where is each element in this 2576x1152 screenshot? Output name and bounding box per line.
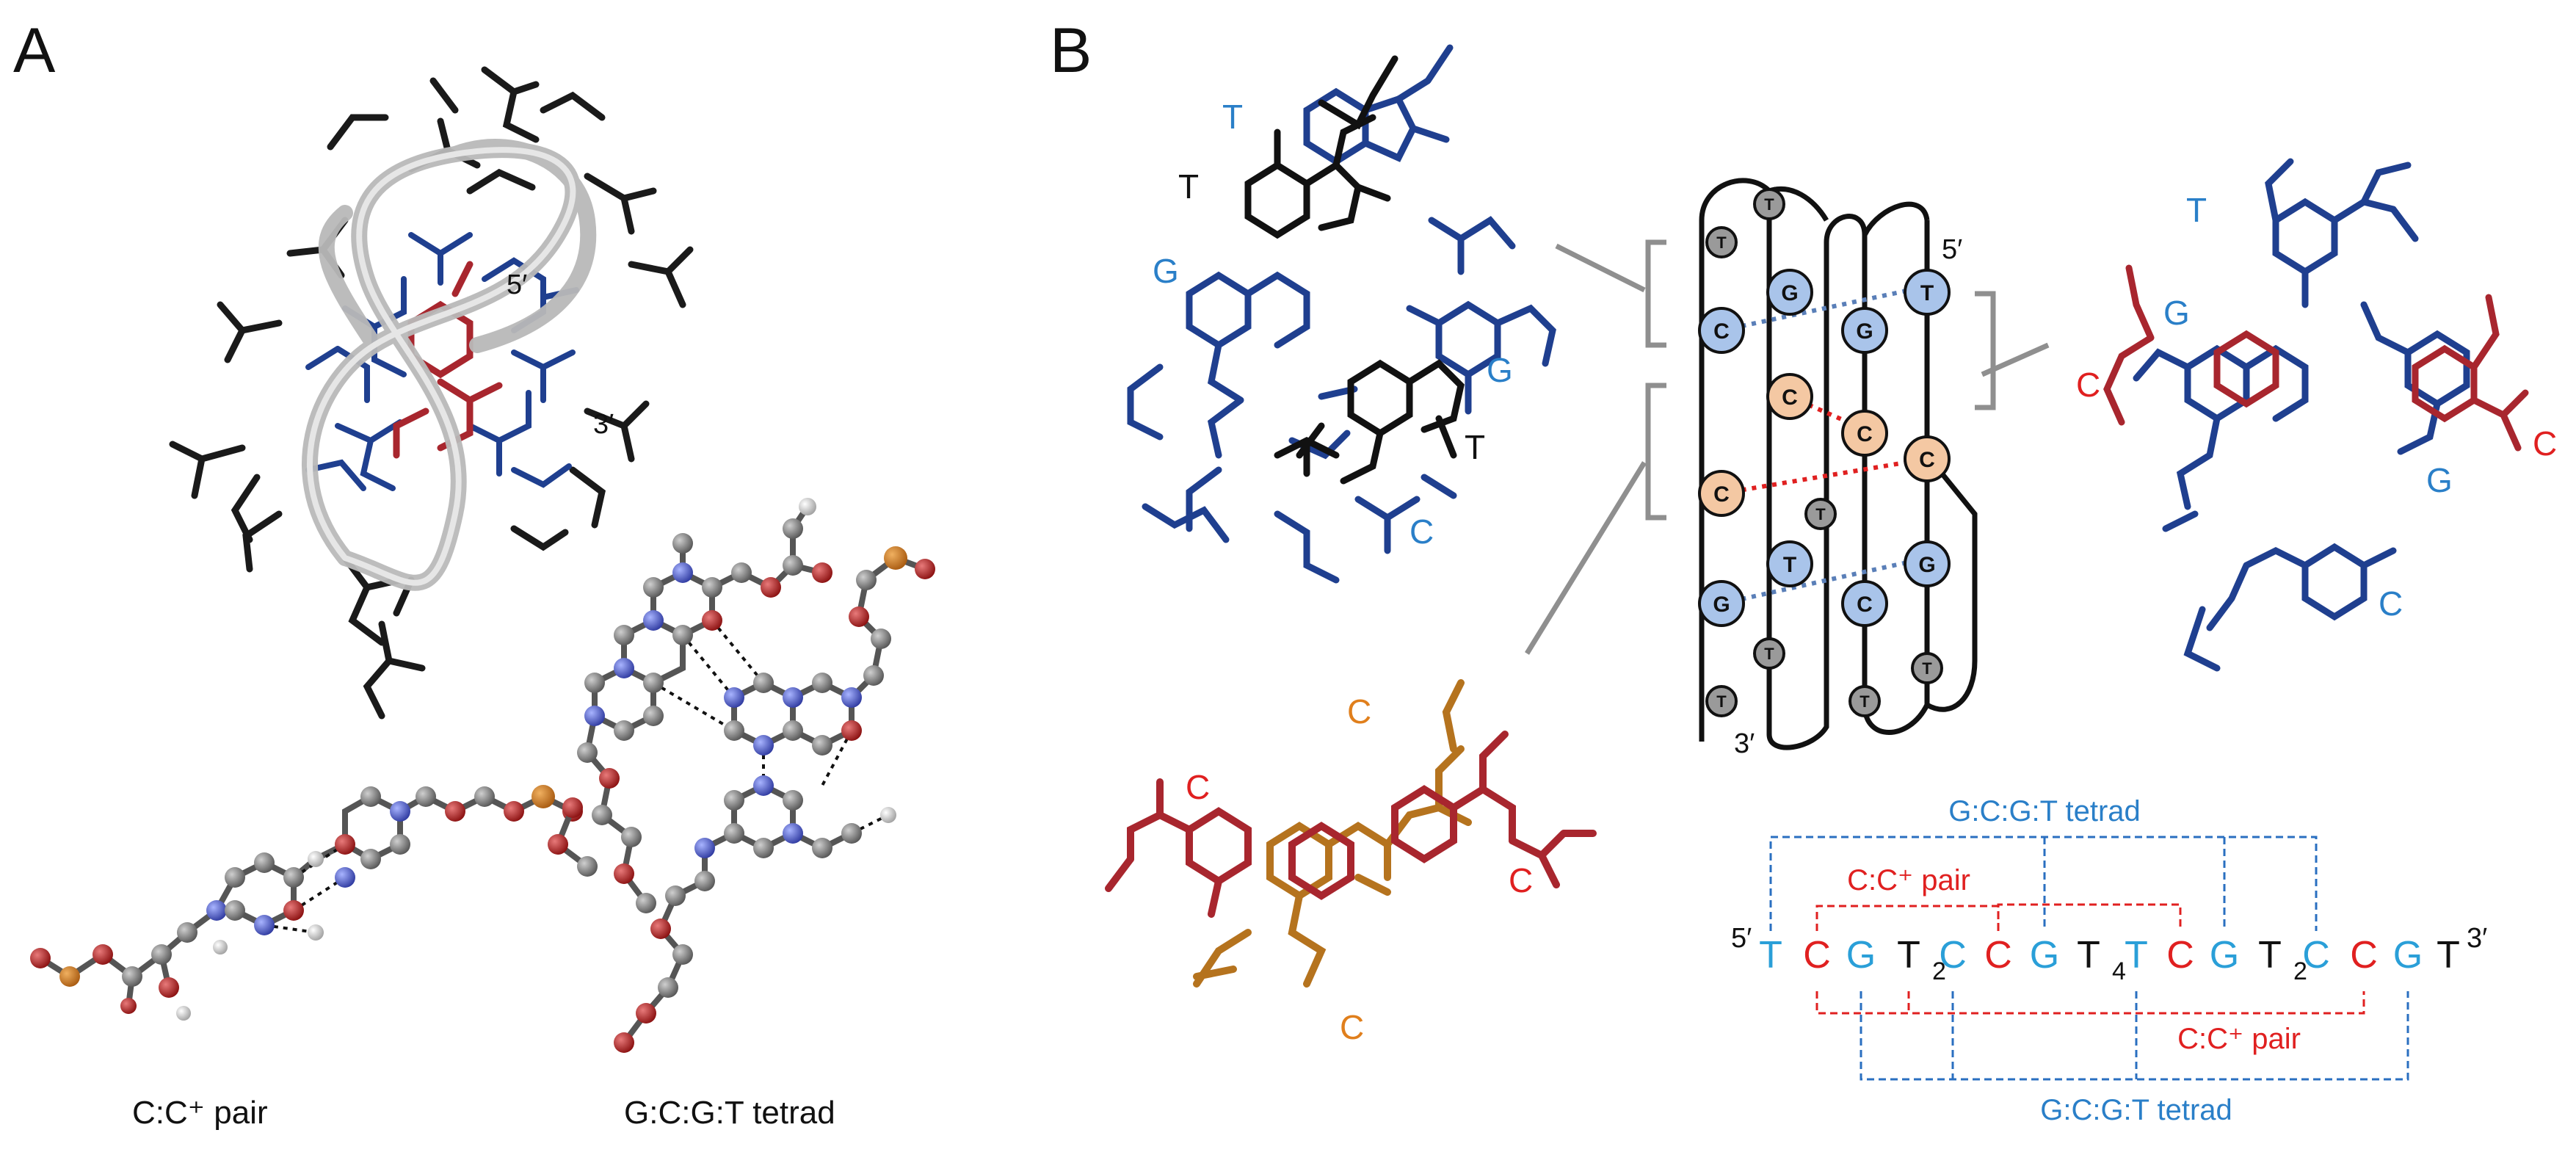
tetrad-right-label: C xyxy=(2533,424,2557,463)
sequence-letter: G xyxy=(2393,934,2423,977)
sequence-subscript: 4 xyxy=(2112,957,2126,985)
sequence-letter: G xyxy=(2210,934,2239,977)
tetrad-top-label: T xyxy=(1465,428,1485,466)
tetrad-right-label: C xyxy=(2076,366,2100,404)
connector-lines xyxy=(1525,239,2050,655)
sequence-letter: T xyxy=(1897,934,1920,977)
sequence-letter: C xyxy=(2302,934,2330,977)
tetrad-top-label: C xyxy=(1409,512,1434,551)
structure-3d-overview xyxy=(169,66,694,720)
structure-3prime-label: 3′ xyxy=(593,409,614,440)
sequence-label-bottom-pair: C:C⁺ pair xyxy=(2177,1023,2301,1055)
topology-node-label: T xyxy=(1764,645,1774,663)
cc-pair-label: C xyxy=(1509,861,1533,899)
tetrad-stick-model-right xyxy=(2103,158,2529,672)
tetrad-top-label: G xyxy=(1153,252,1179,290)
sequence-letter: T xyxy=(1759,934,1782,977)
sequence-letter: C xyxy=(2166,934,2194,977)
topology-node-label: T xyxy=(1815,505,1826,524)
sequence-letter: C xyxy=(1939,934,1967,977)
structure-5prime-label: 5′ xyxy=(507,269,527,300)
topology-node-label: C xyxy=(1919,448,1935,472)
sequence-label-bottom-tetrad: G:C:G:T tetrad xyxy=(2040,1094,2232,1126)
tetrad-right-labels: T G C C G C xyxy=(2076,191,2557,623)
sequence-letter: C xyxy=(1984,934,2012,977)
topology-node-label: T xyxy=(1716,233,1727,252)
sequence-letter: C xyxy=(1803,934,1831,977)
caption-gcgt-tetrad: G:C:G:T tetrad xyxy=(624,1095,835,1131)
tetrad-right-label: G xyxy=(2426,461,2453,499)
caption-cc-pair: C:C⁺ pair xyxy=(132,1095,268,1131)
tetrad-right-label: C xyxy=(2379,584,2403,623)
cc-pair-label: C xyxy=(1347,692,1371,731)
sequence-subscript: 2 xyxy=(1932,957,1946,985)
sequence-diagram: G:C:G:T tetrad C:C⁺ pair C:C⁺ pair G:C:G… xyxy=(1731,795,2487,1126)
topology-node-label: T xyxy=(1922,659,1932,678)
sequence-letter: C xyxy=(2350,934,2378,977)
topology-node-label: T xyxy=(1860,692,1870,711)
tetrad-right-label: T xyxy=(2186,191,2207,229)
sequence-label-top-pair: C:C⁺ pair xyxy=(1847,864,1970,896)
tetrad-top-label: T xyxy=(1222,98,1243,136)
ball-stick-gcgt-tetrad xyxy=(548,498,935,1053)
tetrad-stick-model-top xyxy=(1127,44,1556,584)
sequence-letter: G xyxy=(2030,934,2059,977)
sequence-5prime-label: 5′ xyxy=(1731,923,1752,954)
ball-stick-cc-pair xyxy=(30,785,583,1021)
topology-node-label: T xyxy=(1716,692,1727,711)
topology-node-label: T xyxy=(1783,553,1796,577)
sequence-letter: T xyxy=(2437,934,2460,977)
sequence-label-top-tetrad: G:C:G:T tetrad xyxy=(1948,795,2141,827)
topology-node-label: C xyxy=(1857,593,1873,617)
sequence-subscript: 2 xyxy=(2293,957,2307,985)
tetrad-top-label: G xyxy=(1487,351,1513,389)
topology-node-label: G xyxy=(1713,593,1730,617)
tetrad-right-label: G xyxy=(2163,294,2190,332)
cc-pair-stick-model xyxy=(1105,679,1597,988)
cc-pair-label: C xyxy=(1186,768,1210,806)
topology-3prime-label: 3′ xyxy=(1734,728,1755,759)
topology-node-label: T xyxy=(1764,195,1774,214)
topology-5prime-label: 5′ xyxy=(1942,234,1962,265)
topology-node-label: G xyxy=(1856,319,1873,344)
tetrad-top-label: T xyxy=(1178,167,1199,206)
topology-node-label: C xyxy=(1713,482,1730,507)
topology-node-label: C xyxy=(1857,422,1873,446)
sequence-letter: T xyxy=(2125,934,2148,977)
topology-node-label: T xyxy=(1920,281,1934,305)
topology-node-label: C xyxy=(1782,385,1798,410)
topology-node-label: C xyxy=(1713,319,1730,344)
sequence-letter: T xyxy=(2258,934,2282,977)
topology-diagram: T T C G G T C C C C T G T C G T T T T 5′… xyxy=(1698,178,1978,759)
topology-node-label: G xyxy=(1781,281,1798,305)
tetrad-top-labels: T T G G T C xyxy=(1153,98,1513,551)
panel-letter-a: A xyxy=(13,15,56,86)
sequence-letter: T xyxy=(2077,934,2100,977)
sequence-letter: G xyxy=(1846,934,1876,977)
panel-letter-b: B xyxy=(1050,15,1092,86)
cc-pair-labels: C C C C xyxy=(1186,692,1533,1046)
topology-node-label: G xyxy=(1918,553,1935,577)
sequence-3prime-label: 3′ xyxy=(2467,923,2487,954)
cc-pair-label: C xyxy=(1340,1008,1364,1046)
